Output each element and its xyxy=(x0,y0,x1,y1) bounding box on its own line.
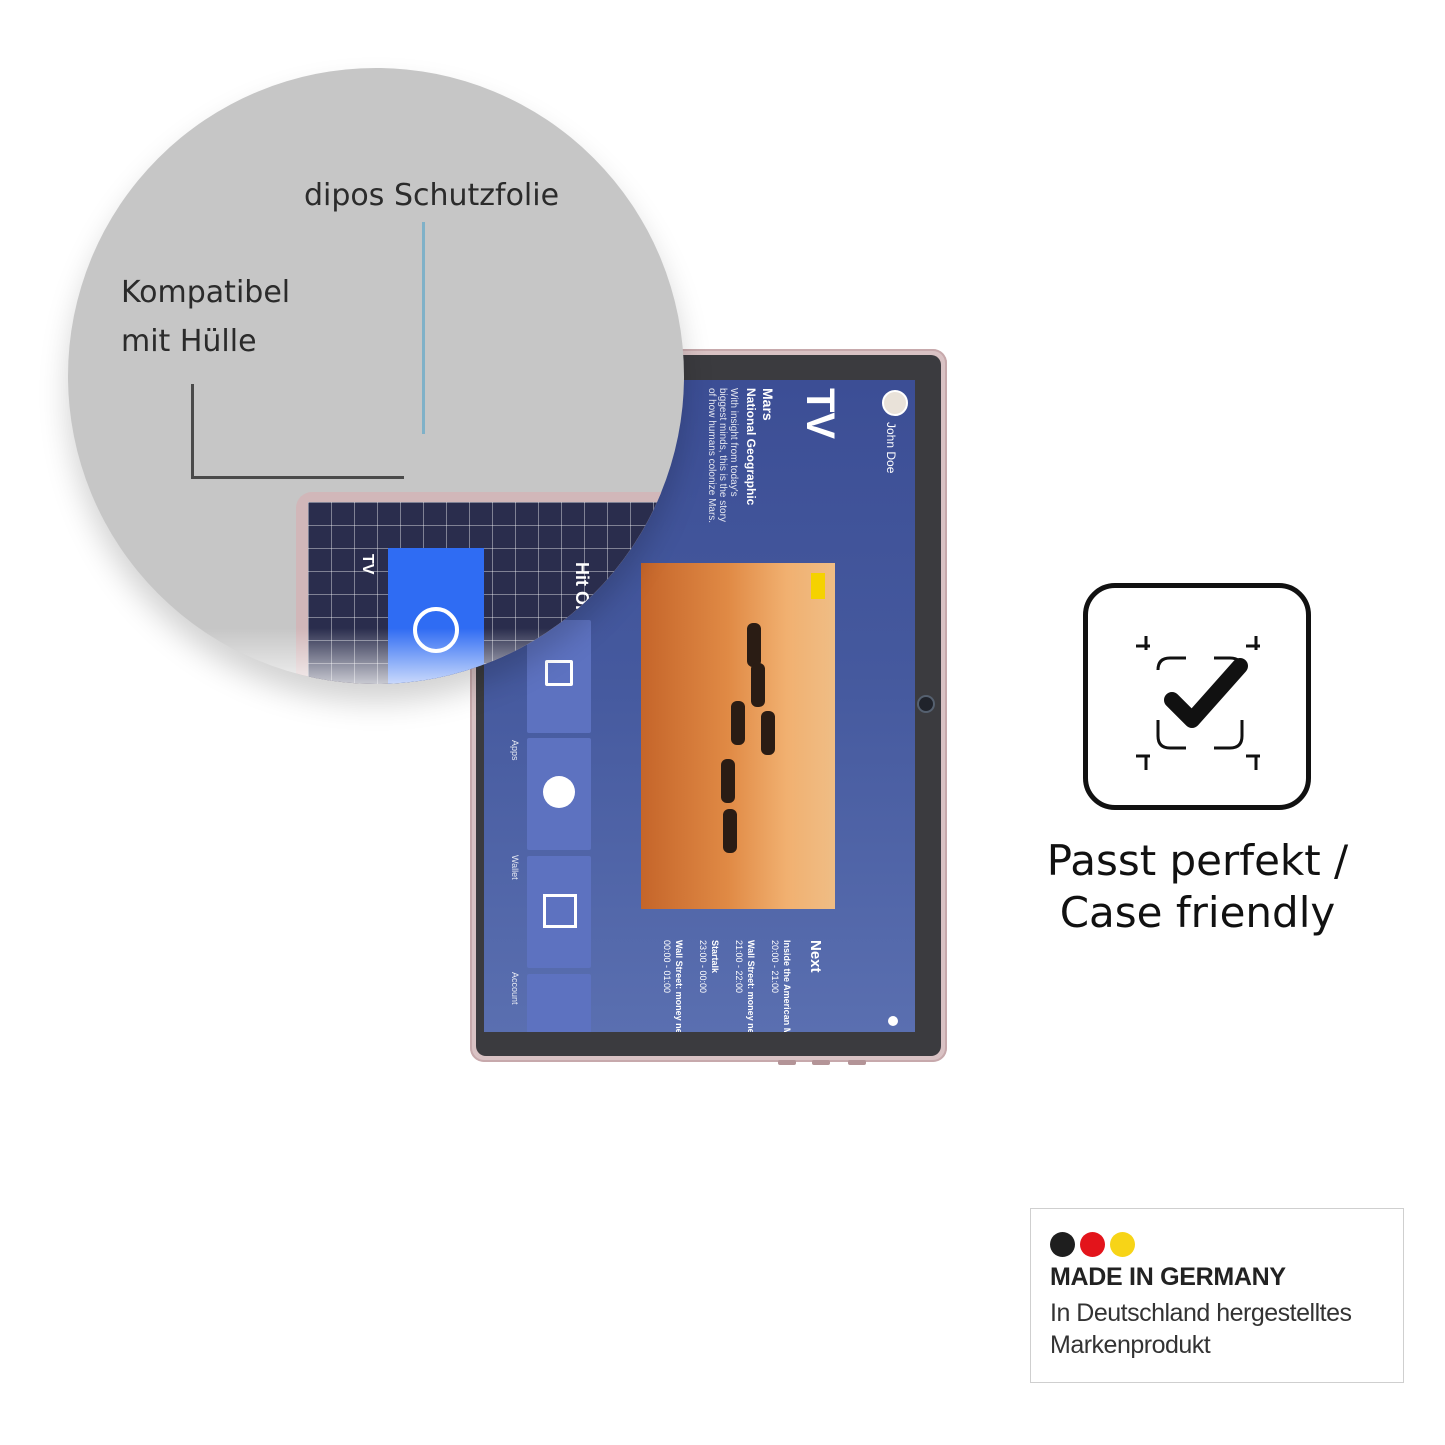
next-item-title[interactable]: Wall Street: money ne xyxy=(746,940,756,1032)
nav-tile-wallet[interactable] xyxy=(527,738,591,850)
astronaut-figure xyxy=(721,759,735,803)
nav-label-apps: Apps xyxy=(510,740,520,761)
callout-compat-line2: mit Hülle xyxy=(121,324,257,359)
callout-compat-line1: Kompatibel xyxy=(121,275,291,310)
next-item-time: 00:00 - 01:00 xyxy=(662,940,672,994)
side-button xyxy=(778,1060,796,1065)
flag-dot-gold xyxy=(1110,1232,1135,1257)
case-friendly-icon xyxy=(1083,583,1311,810)
nav-tile-more[interactable] xyxy=(527,974,591,1032)
feature-label-line1: Passt perfekt / xyxy=(1046,836,1349,885)
next-item-time: 23:00 - 00:00 xyxy=(698,940,708,994)
leader-line-blue xyxy=(422,222,425,434)
magnified-tab-label: TV xyxy=(359,554,376,575)
astronaut-figure xyxy=(731,701,745,745)
callout-product: dipos Schutzfolie xyxy=(304,178,560,213)
astronaut-figure xyxy=(723,809,737,853)
next-heading: Next xyxy=(807,940,824,973)
user-name: John Doe xyxy=(884,422,898,474)
badge-subtitle-line1: In Deutschland hergestelltes xyxy=(1050,1299,1352,1327)
magnifier-fade xyxy=(68,628,684,684)
compass-icon xyxy=(543,776,575,808)
channel-name: National Geographic xyxy=(744,388,758,506)
checkmark-in-frame-icon xyxy=(1136,636,1260,770)
next-item-time: 20:00 - 21:00 xyxy=(770,940,780,994)
leader-line-dark-horizontal xyxy=(191,476,404,479)
card-icon xyxy=(543,894,577,928)
side-button xyxy=(812,1060,830,1065)
flag-dot-red xyxy=(1080,1232,1105,1257)
flag-dot-black xyxy=(1050,1232,1075,1257)
wifi-icon xyxy=(888,1016,898,1026)
avatar[interactable] xyxy=(882,390,908,416)
magnified-button-label[interactable]: Hit Ok xyxy=(572,562,592,616)
section-title: TV xyxy=(798,388,842,440)
leader-line-dark xyxy=(191,384,194,479)
badge-title: MADE IN GERMANY xyxy=(1050,1263,1286,1291)
show-title: Mars xyxy=(760,388,776,421)
next-item-title[interactable]: Startalk xyxy=(710,940,720,974)
nav-tile-account[interactable] xyxy=(527,856,591,968)
feature-label: Passt perfekt / Case friendly xyxy=(1000,835,1395,939)
feature-label-line2: Case friendly xyxy=(1059,888,1336,937)
nav-label-account: Account xyxy=(510,972,520,1005)
astronaut-figure xyxy=(747,623,761,667)
show-description: With insight from today's biggest minds,… xyxy=(706,388,739,524)
magnifier-circle: TV Hit Ok xyxy=(68,68,684,684)
nav-label-wallet: Wallet xyxy=(510,855,520,880)
astronaut-figure xyxy=(751,663,765,707)
side-button xyxy=(848,1060,866,1065)
astronaut-figure xyxy=(761,711,775,755)
natgeo-logo xyxy=(811,573,825,599)
next-item-title[interactable]: Inside the American M xyxy=(782,940,792,1032)
next-item-title[interactable]: Wall Street: money ne xyxy=(674,940,684,1032)
next-item-time: 21:00 - 22:00 xyxy=(734,940,744,994)
front-camera xyxy=(919,697,933,711)
badge-subtitle-line2: Markenprodukt xyxy=(1050,1331,1211,1359)
